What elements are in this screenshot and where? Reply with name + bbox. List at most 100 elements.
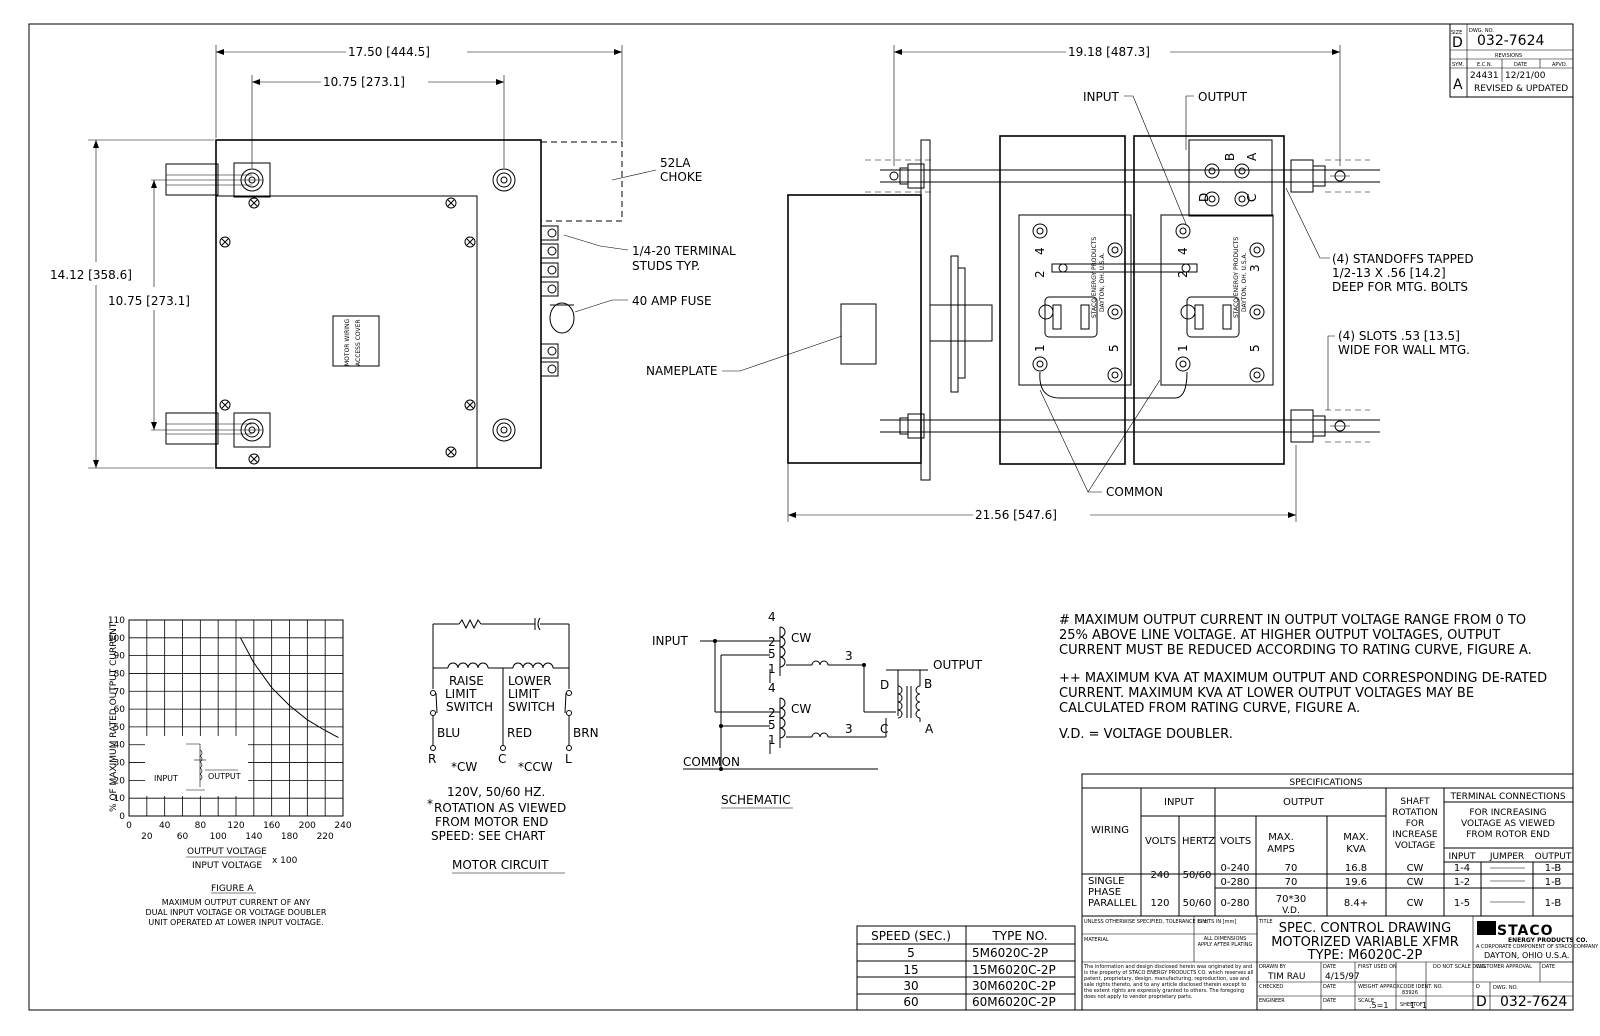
svg-text:INCREASE: INCREASE <box>1392 830 1437 840</box>
chart-caption-1: MAXIMUM OUTPUT CURRENT OF ANY <box>162 898 310 907</box>
rev-dwg-number: 032-7624 <box>1477 33 1544 49</box>
svg-text:SWITCH: SWITCH <box>508 700 555 714</box>
schematic-output: OUTPUT <box>933 658 983 672</box>
svg-text:HERTZ: HERTZ <box>1182 836 1215 847</box>
x-tick-label: 100 <box>210 832 227 842</box>
company-city: DAYTON, OHIO U.S.A. <box>1484 951 1569 960</box>
svg-text:SCALE: SCALE <box>1358 998 1374 1004</box>
y-tick-label: 90 <box>114 652 126 662</box>
x-tick-label: 20 <box>141 832 153 842</box>
svg-text:5: 5 <box>1107 344 1121 352</box>
svg-text:SPECIFICATIONS: SPECIFICATIONS <box>1289 778 1362 788</box>
y-tick-label: 100 <box>108 634 125 644</box>
svg-text:83926: 83926 <box>1402 990 1418 996</box>
callout-standoffs-3: DEEP FOR MTG. BOLTS <box>1332 280 1468 294</box>
svg-text:C: C <box>498 752 506 766</box>
motor-supply: 120V, 50/60 HZ. <box>447 785 545 799</box>
svg-text:SPEED (SEC.): SPEED (SEC.) <box>871 929 951 943</box>
svg-text:1-B: 1-B <box>1545 877 1562 888</box>
svg-text:LIMIT: LIMIT <box>508 687 540 701</box>
svg-text:KVA: KVA <box>1346 844 1366 855</box>
inset-input-label: INPUT <box>154 774 178 783</box>
svg-text:RED: RED <box>507 726 532 740</box>
revisions-label: REVISIONS <box>1495 53 1522 59</box>
note-2-line-2: CURRENT. MAXIMUM KVA AT LOWER OUTPUT VOL… <box>1059 686 1474 701</box>
svg-text:R: R <box>428 752 436 766</box>
svg-text:4: 4 <box>1176 247 1190 255</box>
notes: # MAXIMUM OUTPUT CURRENT IN OUTPUT VOLTA… <box>1059 613 1547 742</box>
proprietary-note: The information and design disclosed her… <box>1084 964 1254 1000</box>
svg-text:DATE: DATE <box>1542 964 1555 970</box>
x-tick-label: 160 <box>263 821 280 831</box>
dim-left-width-total: 17.50 [444.5] <box>348 45 430 59</box>
svg-text:5: 5 <box>768 647 776 661</box>
x-tick-label: 80 <box>195 821 207 831</box>
x-tick-label: 60 <box>177 832 189 842</box>
svg-text:JUMPER: JUMPER <box>1489 852 1524 862</box>
callout-nameplate: NAMEPLATE <box>646 364 718 378</box>
svg-text:ROTATION: ROTATION <box>1392 808 1438 818</box>
note-2-line-3: CALCULATED FROM RATING CURVE, FIGURE A. <box>1059 701 1360 716</box>
svg-text:4: 4 <box>768 610 776 624</box>
y-tick-label: 40 <box>114 741 126 751</box>
svg-text:DAYTON, OH. U.S.A.: DAYTON, OH. U.S.A. <box>1099 253 1106 312</box>
svg-text:4: 4 <box>1033 247 1047 255</box>
svg-text:1: 1 <box>1033 344 1047 352</box>
speed-cell: 15 <box>903 963 918 977</box>
svg-text:A: A <box>925 722 934 736</box>
motor-circuit-title: MOTOR CIRCUIT <box>452 858 549 872</box>
svg-text:1: 1 <box>1410 1001 1415 1010</box>
fuse-icon <box>549 302 575 334</box>
svg-text:B: B <box>924 677 932 691</box>
svg-text:1-B: 1-B <box>1545 863 1562 874</box>
svg-text:VOLTAGE: VOLTAGE <box>1395 841 1436 851</box>
type-no-cell: 30M6020C-2P <box>972 979 1056 993</box>
y-tick-label: 30 <box>114 759 126 769</box>
svg-text:120: 120 <box>1150 898 1169 909</box>
svg-text:5: 5 <box>768 718 776 732</box>
svg-text:DAYTON, OH. U.S.A.: DAYTON, OH. U.S.A. <box>1241 253 1248 312</box>
svg-text:3: 3 <box>1248 264 1262 272</box>
x-tick-label: 120 <box>227 821 244 831</box>
svg-text:0-280: 0-280 <box>1220 877 1249 888</box>
svg-text:C: C <box>880 722 888 736</box>
svg-text:DO NOT SCALE DWG.: DO NOT SCALE DWG. <box>1433 964 1487 970</box>
x-tick-label: 240 <box>334 821 351 831</box>
svg-text:ENGINEER: ENGINEER <box>1259 998 1285 1004</box>
callout-slots-2: WIDE FOR WALL MTG. <box>1338 343 1470 357</box>
drawn-date: 4/15/97 <box>1325 972 1360 982</box>
revision-block: SIZE D DWG. NO. 032-7624 REVISIONS SYM. … <box>1449 23 1574 98</box>
svg-text:FIRST USED ON: FIRST USED ON <box>1358 964 1397 970</box>
dim-right-width-bottom: 21.56 [547.6] <box>975 508 1057 522</box>
callout-choke-1: 52LA <box>660 156 691 170</box>
svg-text:1-5: 1-5 <box>1454 898 1470 909</box>
right-view: 4 2 1 5 4 2 1 5 3 STACO ENERGY PRODUCTS … <box>646 45 1474 522</box>
all-dims-note: ALL DIMENSIONS APPLY AFTER PLATING <box>1197 936 1253 948</box>
drawn-by: TIM RAU <box>1267 972 1305 982</box>
type-no-cell: 15M6020C-2P <box>972 963 1056 977</box>
callout-standoffs-2: 1/2-13 X .56 [14.2] <box>1332 266 1446 280</box>
callout-standoffs-1: (4) STANDOFFS TAPPED <box>1332 252 1474 266</box>
y-tick-label: 110 <box>108 616 125 626</box>
y-tick-label: 0 <box>119 812 125 822</box>
svg-text:MAX.: MAX. <box>1343 832 1369 843</box>
access-cover-label-2: ACCESS COVER <box>355 319 362 366</box>
schematic-title: SCHEMATIC <box>721 793 790 807</box>
svg-text:1-4: 1-4 <box>1454 863 1470 874</box>
bolt-icon <box>492 168 516 192</box>
rev-ecn: 24431 <box>1470 71 1499 81</box>
svg-text:1-2: 1-2 <box>1454 877 1470 888</box>
y-tick-label: 60 <box>114 705 126 715</box>
limits-label: LIMITS IN [mm] <box>1198 919 1236 925</box>
svg-text:C: C <box>1245 194 1259 202</box>
svg-text:DWG. NO.: DWG. NO. <box>1469 28 1494 34</box>
svg-text:CW: CW <box>1407 877 1424 888</box>
svg-text:CUSTOMER APPROVAL: CUSTOMER APPROVAL <box>1476 964 1532 970</box>
svg-text:DATE: DATE <box>1323 998 1336 1004</box>
svg-text:A: A <box>1245 152 1259 161</box>
title-block: UNLESS OTHERWISE SPECIFIED, TOLERANCE IS… <box>1081 915 1599 1011</box>
material-label: MATERIAL <box>1084 937 1109 943</box>
schematic-input: INPUT <box>652 634 689 648</box>
